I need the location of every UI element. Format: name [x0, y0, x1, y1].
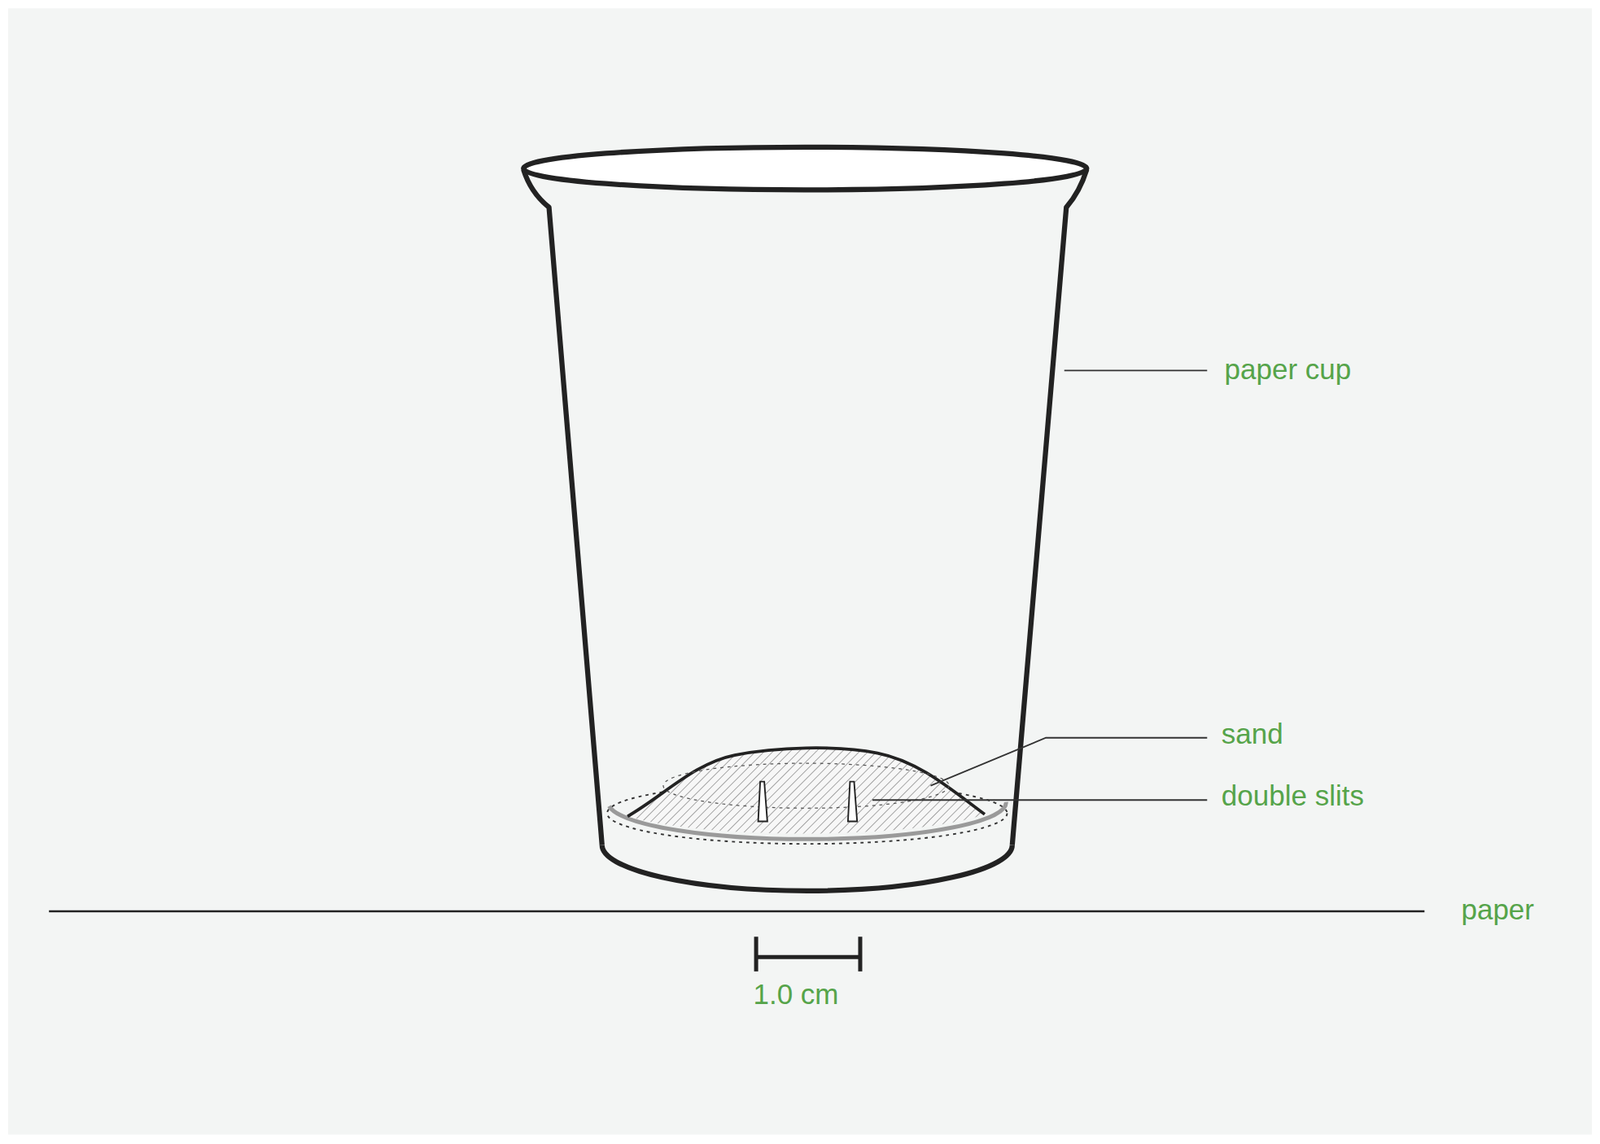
- part-label: paper cup: [1224, 354, 1352, 384]
- cup-wall: [523, 169, 603, 845]
- scale-bar: [754, 936, 759, 972]
- leader-line: [930, 738, 1207, 787]
- cup-base: [602, 844, 1013, 891]
- slit: [848, 782, 857, 822]
- part-label: paper: [1460, 895, 1535, 924]
- cup-rim: [523, 147, 1087, 191]
- sand-outline: [627, 747, 985, 817]
- part-label: double slits: [1221, 781, 1364, 810]
- paper-line: [48, 910, 1425, 914]
- leader-line: [872, 799, 1207, 801]
- part-label: sand: [1221, 719, 1284, 748]
- scale-bar: [756, 955, 861, 960]
- slit: [758, 782, 768, 822]
- sand-contour: [663, 763, 949, 809]
- leader-line: [1064, 369, 1208, 372]
- background: [8, 8, 1592, 1135]
- cup-wall: [1012, 169, 1088, 845]
- sand-mound: [627, 747, 985, 834]
- part-label: 1.0 cm: [752, 979, 839, 1009]
- scale-bar: [857, 936, 862, 972]
